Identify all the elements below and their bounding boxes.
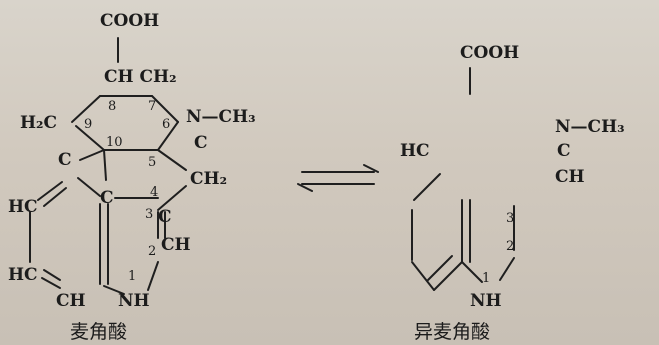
n-methyl-label: N—CH₃ [555,117,625,137]
position-8: 8 [108,99,116,114]
ch-bottom-label: CH [56,291,86,311]
position-6: 6 [162,117,170,132]
carbon-label: C [557,141,571,161]
cooh-label: COOH [100,11,159,31]
carbon-label-6: C [194,133,208,153]
isolysergic-acid-structure: COOH HC N—CH₃ C CH NH 3 2 1 异麦角酸 [400,43,625,343]
hc-label: HC [400,141,430,161]
nh-label: NH [118,291,150,311]
hc-upper-label: HC [8,197,38,217]
ch2-label-right: CH₂ [190,169,227,189]
lysergic-acid-labels: COOH CH CH₂ H₂C N—CH₃ C C CH₂ HC C C CH … [8,11,256,311]
position-1: 1 [128,269,136,284]
position-3: 3 [145,207,153,222]
equilibrium-arrows [297,164,379,192]
isolysergic-acid-caption: 异麦角酸 [414,321,490,343]
carbon-label-inner: C [100,188,114,208]
position-10: 10 [106,135,123,150]
lysergic-acid-structure: COOH CH CH₂ H₂C N—CH₃ C C CH₂ HC C C CH … [8,11,256,343]
isolysergic-acid-labels: COOH HC N—CH₃ C CH NH [400,43,625,311]
carbon-label-top-left: C [58,150,72,170]
isolysergic-acid-bonds [411,67,515,291]
position-2: 2 [506,239,514,254]
isolysergic-acid-position-numbers: 3 2 1 [482,211,514,286]
hc-lower-label: HC [8,265,38,285]
position-2: 2 [148,244,156,259]
nh-label: NH [470,291,502,311]
ch-ch2-label: CH CH₂ [104,67,177,87]
position-3: 3 [506,211,514,226]
forward-arrow [301,164,379,173]
carbon-label-3: C [158,207,172,227]
ch-label: CH [555,167,585,187]
n-methyl-label: N—CH₃ [186,107,256,127]
lysergic-acid-caption: 麦角酸 [70,321,127,343]
position-1: 1 [482,271,490,286]
cooh-label: COOH [460,43,519,63]
position-9: 9 [84,117,92,132]
ch-label-2: CH [161,235,191,255]
position-7: 7 [148,99,156,114]
position-4: 4 [150,185,158,200]
lysergic-acid-position-numbers: 8 7 9 6 10 5 4 3 2 1 [84,99,170,284]
position-5: 5 [148,155,156,170]
reverse-arrow [297,183,375,192]
lysergic-acid-bonds [29,37,187,295]
h2c-label: H₂C [20,113,57,133]
